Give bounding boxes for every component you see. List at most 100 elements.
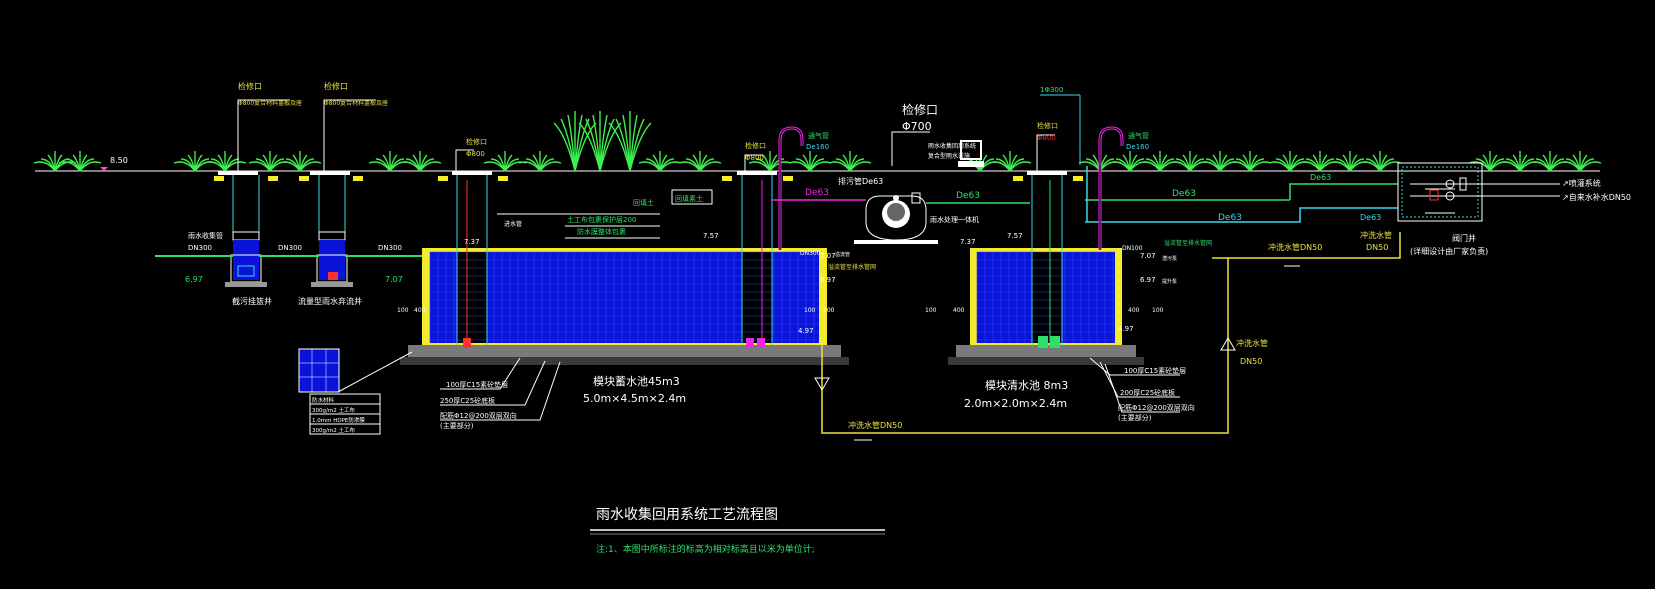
vent-pipe-a — [778, 126, 804, 250]
t2-pipe-elev: 7.07 — [1140, 252, 1156, 260]
plant-icon — [483, 151, 527, 172]
flush-pipe-b: 冲洗水管DN50 — [1268, 242, 1322, 252]
de63-b: De63 — [956, 191, 980, 201]
t2-overflow-note: 溢流管至排水管网 — [1164, 239, 1212, 247]
outlet-irrigation: ↗喷灌系统 — [1562, 178, 1601, 188]
t1-right-a: 7.07 — [820, 252, 836, 260]
flush-pipe-d2: DN50 — [1366, 243, 1388, 252]
t2-pump-tag2: 提升泵 — [1162, 278, 1177, 285]
tank1-dims: 5.0m×4.5m×2.4m — [583, 392, 686, 405]
plant-icon — [518, 151, 562, 172]
legend-2: 1.0mm HDPE防渗膜 — [312, 416, 365, 424]
plant-icon — [1498, 151, 1542, 172]
plant-icon — [368, 151, 412, 172]
t2-pump-tag: 潜污泵 — [1162, 255, 1177, 262]
tank2-dims: 2.0m×2.0m×2.4m — [964, 397, 1067, 410]
t2-layer1: 100厚C15素砼垫层 — [1124, 366, 1186, 375]
plant-icon — [1268, 151, 1312, 172]
inlet-dn300-b: DN300 — [278, 244, 302, 252]
plant-icon — [1108, 151, 1152, 172]
drawing-note: 注:1、本图中所标注的标高为相对标高且以米为单位计; — [596, 543, 815, 555]
de63-e: De63 — [1310, 173, 1331, 182]
pit-first-flush — [299, 171, 363, 287]
t1-layer-note1: 土工布包裹保护层200 — [567, 215, 636, 224]
elevation-marker-icon — [100, 167, 108, 171]
legend-3: 300g/m2 土工布 — [312, 426, 355, 434]
valve-well — [1397, 162, 1560, 222]
t1-backfill-box: 回填素土 — [675, 194, 703, 203]
pit1-label: 截污挂篮井 — [232, 296, 272, 306]
t2-dim-400l: 400 — [953, 307, 965, 314]
plant-icon — [553, 111, 597, 172]
t2-bottom-elev: 4.97 — [1118, 325, 1134, 333]
pit-interception-basket — [214, 171, 278, 287]
plant-icon — [248, 151, 292, 172]
level-tag-right: 1Φ300 — [1040, 86, 1063, 94]
plant-icon — [828, 151, 872, 172]
plant-icon — [1328, 151, 1372, 172]
flush-pipe-c: 冲洗水管 — [1236, 338, 1268, 348]
drawing-title: 雨水收集回用系统工艺流程图 — [596, 506, 778, 523]
clear-water-tank-8m3 — [948, 171, 1144, 365]
vent-pipe-b — [1040, 94, 1124, 250]
t2-pipe-elev2: 6.97 — [1140, 276, 1156, 284]
plant-icon — [173, 151, 217, 172]
landscape-plants — [33, 111, 1602, 172]
t1-layer3b: (主要部分) — [440, 421, 474, 430]
t2-top-elev: 7.57 — [1007, 232, 1023, 240]
big-mh-sub: Φ700 — [902, 120, 932, 133]
legend-title: 防水材料 — [312, 396, 335, 404]
ground-elevation: 8.50 — [110, 156, 128, 165]
mh3-sub: Φ800 — [466, 150, 485, 158]
t2-layer3b: (主要部分) — [1118, 413, 1152, 422]
plant-icon — [638, 151, 682, 172]
manhole-leaders — [237, 99, 1055, 171]
plant-icon — [988, 151, 1032, 172]
plant-icon — [1168, 151, 1212, 172]
small-note-2: 复合型雨水设施 — [928, 152, 970, 160]
mh5-label: 检修口 — [1037, 121, 1058, 130]
flush-pipe-a: 冲洗水管DN50 — [848, 420, 902, 430]
tank2-title: 模块清水池 8m3 — [985, 379, 1068, 392]
tank2-layer-leaders — [1089, 357, 1180, 413]
tank1-title: 模块蓄水池45m3 — [593, 375, 680, 388]
rainwater-treatment-unit — [854, 140, 984, 244]
legend-1: 300g/m2 土工布 — [312, 406, 355, 414]
plant-icon — [203, 151, 247, 172]
tank1-layer-leaders — [440, 357, 561, 421]
waterproof-legend — [298, 348, 413, 435]
t1-top-elev: 7.37 — [464, 238, 480, 246]
de63-f: De63 — [1360, 213, 1381, 222]
plant-icon — [1198, 151, 1242, 172]
plant-icon — [398, 151, 442, 172]
plant-icon — [1528, 151, 1572, 172]
t1-inlet-note: 进水管 — [504, 220, 522, 228]
inlet-dn300-a: DN300 — [188, 244, 212, 252]
de63-a: De63 — [805, 188, 829, 198]
plant-icon — [788, 151, 832, 172]
vent-b-label: 通气管 — [1128, 131, 1149, 140]
tank1-notes — [497, 189, 713, 239]
t1-layer-note2: 防水膜整体包裹 — [577, 227, 626, 236]
de63-c: De63 — [1172, 189, 1196, 199]
flush-pipe-d: 冲洗水管 — [1360, 230, 1392, 240]
inlet-dn300-c: DN300 — [378, 244, 402, 252]
flush-pipe-loop — [814, 188, 1455, 441]
inlet-pipe-title: 雨水收集管 — [188, 231, 223, 240]
mh2-sub: Φ800复合材料盖板及座 — [324, 99, 388, 107]
plant-icon — [1558, 151, 1602, 172]
t2-layer2: 200厚C25砼底板 — [1120, 388, 1175, 397]
t1-layer2: 250厚C25砼底板 — [440, 396, 495, 405]
flush-pipe-c2: DN50 — [1240, 357, 1262, 366]
t1-dim-100: 100 — [804, 307, 816, 314]
mh5-sub: Φ800 — [1037, 134, 1056, 142]
de63-d: De63 — [1218, 213, 1242, 223]
t2-dim-100r: 100 — [1152, 307, 1164, 314]
filter-unit-label: 雨水处理一体机 — [930, 215, 979, 224]
t1-right-b: 6.97 — [820, 276, 836, 284]
t2-layer3: 配筋Φ12@200双层双向 — [1118, 403, 1195, 412]
t2-dim-400r: 400 — [1128, 307, 1140, 314]
de63-pipes — [772, 160, 1398, 223]
plant-icon — [578, 111, 622, 172]
pit2-label: 流量型雨水弃流井 — [298, 296, 362, 306]
